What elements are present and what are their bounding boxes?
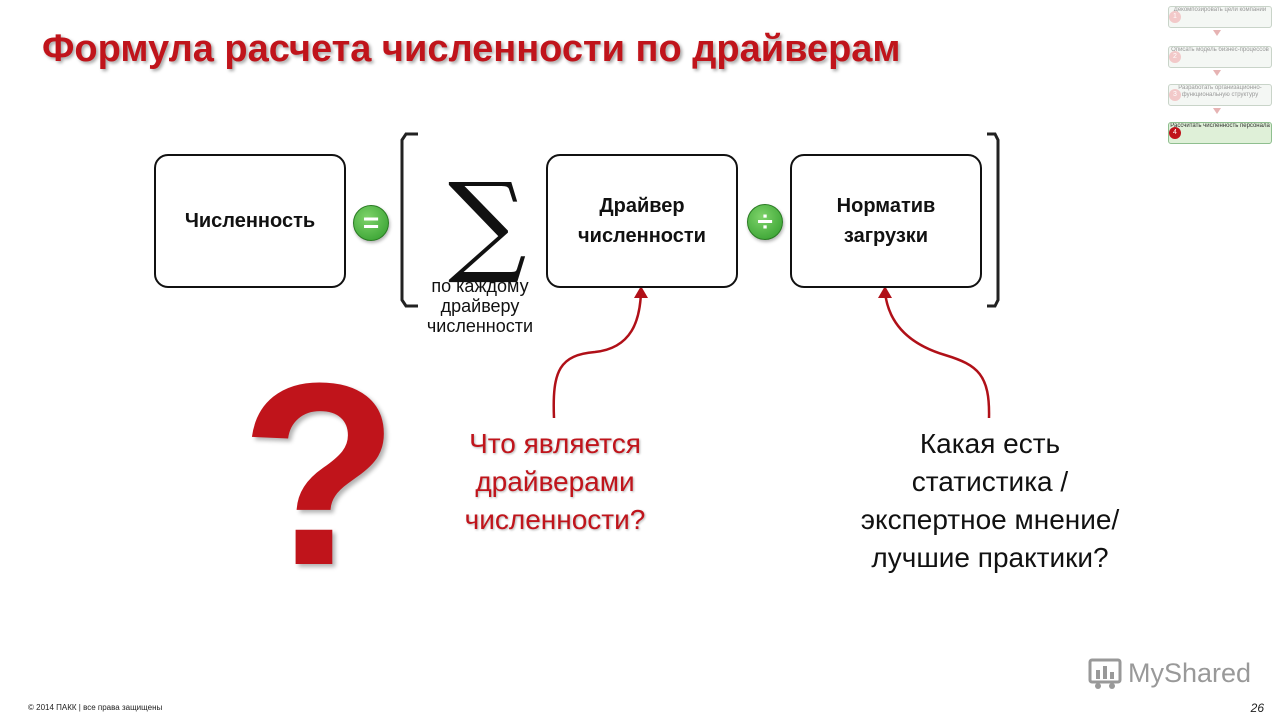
driver-label: Драйвер численности xyxy=(578,195,706,247)
thumb-step-3-num: 3 xyxy=(1169,89,1181,101)
headcount-label: Численность xyxy=(184,210,316,232)
arrow-head-driver xyxy=(634,286,648,298)
left-bracket xyxy=(400,132,418,308)
thumb-arrow-3 xyxy=(1213,108,1221,114)
driver-box: Драйвер численности xyxy=(546,154,738,288)
thumb-step-1-label: Декомпозировать цели компании xyxy=(1173,7,1267,13)
thumb-arrow-1 xyxy=(1213,30,1221,36)
thumb-step-2-label: Описать модель бизнес-процессов xyxy=(1171,47,1269,53)
stats-question: Какая есть статистика / экспертное мнени… xyxy=(860,428,1120,573)
thumb-step-3-label: Разработать организационно-функциональну… xyxy=(1178,85,1262,98)
thumb-step-4-label: Рассчитать численность персонала xyxy=(1170,123,1270,129)
arrow-head-norm xyxy=(878,286,892,298)
copyright-footer: © 2014 ПАКК | все права защищены xyxy=(28,703,163,712)
sigma-symbol: ∑ xyxy=(448,159,527,287)
thumb-arrow-2 xyxy=(1213,70,1221,76)
thumb-step-1: 1 Декомпозировать цели компании xyxy=(1168,6,1272,28)
big-question-mark: ? xyxy=(240,330,399,620)
norm-box: Норматив загрузки xyxy=(790,154,982,288)
thumb-step-1-num: 1 xyxy=(1169,11,1181,23)
thumb-step-2-num: 2 xyxy=(1169,51,1181,63)
arrow-to-driver xyxy=(552,291,643,419)
sigma-note: по каждому драйверу численности xyxy=(426,276,534,336)
drivers-question: Что является драйверами численности? xyxy=(464,428,646,535)
chart-basket-icon xyxy=(1088,658,1122,689)
slide-title: Формула расчета численности по драйверам xyxy=(42,28,901,70)
thumb-step-2: 2 Описать модель бизнес-процессов xyxy=(1168,46,1272,68)
page-number: 26 xyxy=(1250,701,1264,715)
thumb-step-3: 3 Разработать организационно-функциональ… xyxy=(1168,84,1272,106)
process-thumbnail: 1 Декомпозировать цели компании 2 Описат… xyxy=(1158,4,1274,144)
brand-name: MyShared xyxy=(1128,657,1252,688)
norm-label: Норматив загрузки xyxy=(836,195,936,247)
myshared-logo: MyShared xyxy=(1088,656,1251,690)
thumb-step-4-num: 4 xyxy=(1169,127,1181,139)
right-bracket xyxy=(987,132,1000,308)
thumb-step-4: 4 Рассчитать численность персонала xyxy=(1168,122,1272,144)
arrow-to-norm xyxy=(883,291,991,419)
equals-operator: = xyxy=(353,205,389,241)
divide-operator: ÷ xyxy=(747,204,783,240)
headcount-box: Численность xyxy=(154,154,346,288)
